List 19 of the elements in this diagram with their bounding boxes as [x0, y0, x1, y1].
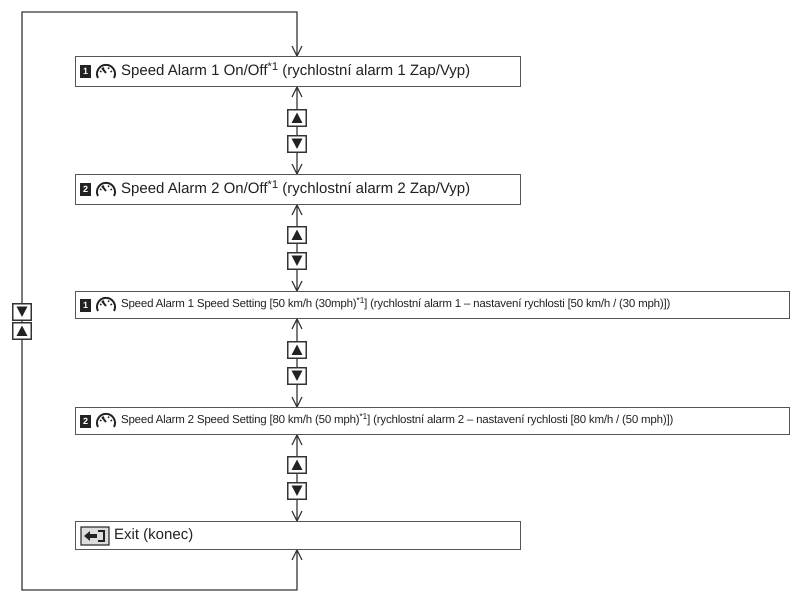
menu-item-text: Exit (konec)	[114, 525, 194, 546]
alarm-number-badge: 2	[80, 414, 92, 428]
alarm-number-badge: 1	[80, 65, 92, 78]
menu-item-box	[75, 521, 521, 550]
menu-item-text: Speed Alarm 1 Speed Setting [50 km/h (30mph)$^{*1}$] (rychlostní alarm 1 – nastavení rychlosti [50 km/h / (30 mph)])	[121, 296, 670, 312]
arrow	[291, 86, 303, 175]
menu-item-text: Speed Alarm 2 Speed Setting [80 km/h (50 mph)$^{*1}$] (rychlostní alarm 2 – nastavení rychlosti [80 km/h / (50 mph)])	[121, 412, 674, 428]
menu-item-text: Speed Alarm 1 On/Off$^{*1}$ (rychlostní alarm 1 Zap/Vyp)	[121, 60, 470, 82]
arrow	[21, 11, 303, 591]
alarm-number-badge: 1	[80, 298, 92, 312]
alarm-number-badge: 2	[80, 183, 92, 196]
arrow	[291, 434, 303, 522]
arrow	[291, 204, 303, 292]
arrow	[291, 318, 303, 408]
menu-item-box	[75, 56, 521, 87]
menu-item-box	[75, 407, 790, 435]
menu-item-box	[75, 291, 790, 319]
menu-item-text: Speed Alarm 2 On/Off$^{*1}$ (rychlostní alarm 2 Zap/Vyp)	[121, 178, 470, 200]
menu-item-box	[75, 174, 521, 205]
